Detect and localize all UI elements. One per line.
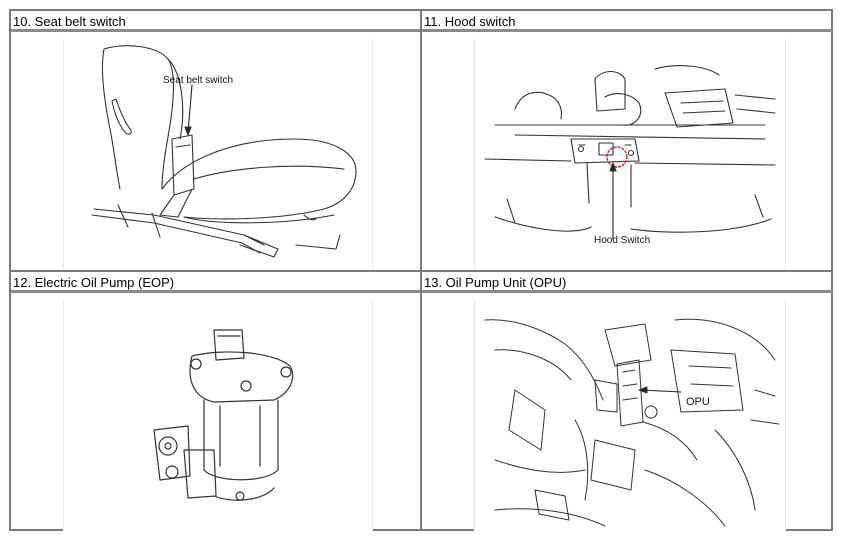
cell-header: 10. Seat belt switch bbox=[11, 11, 420, 32]
cell-electric-oil-pump: 12. Electric Oil Pump (EOP) bbox=[11, 272, 420, 531]
cell-header: 13. Oil Pump Unit (OPU) bbox=[422, 272, 833, 293]
seat-belt-switch-label: Seat belt switch bbox=[163, 75, 234, 86]
electric-oil-pump-illustration bbox=[63, 300, 373, 531]
cell-seat-belt-switch: 10. Seat belt switch bbox=[11, 11, 420, 270]
opu-label: OPU bbox=[686, 396, 710, 408]
cell-oil-pump-unit: 13. Oil Pump Unit (OPU) bbox=[422, 272, 833, 531]
cell-header: 12. Electric Oil Pump (EOP) bbox=[11, 272, 420, 293]
cell-hood-switch: 11. Hood switch bbox=[422, 11, 833, 270]
cell-header: 11. Hood switch bbox=[422, 11, 833, 32]
component-table: 10. Seat belt switch bbox=[9, 9, 833, 531]
row-divider bbox=[11, 270, 831, 272]
hood-switch-label: Hood Switch bbox=[594, 235, 651, 246]
hood-switch-illustration bbox=[474, 39, 786, 270]
seat-belt-switch-illustration bbox=[63, 39, 373, 270]
oil-pump-unit-illustration bbox=[474, 300, 786, 531]
